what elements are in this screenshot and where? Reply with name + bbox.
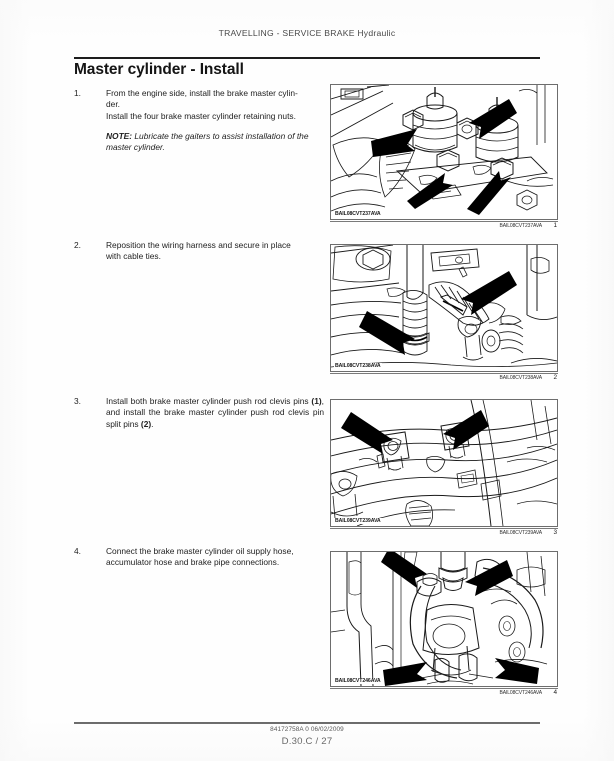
- figure-2-panel: BAIL08CVT238AVA: [330, 244, 558, 372]
- step-3-part-a: Install both brake master cylinder push …: [106, 396, 312, 406]
- figure-1-caption: BAIL08CVT237AVA 1: [330, 221, 558, 233]
- figure-3-illustration: [331, 400, 557, 526]
- step-1-line-3: Install the four brake master cylinder r…: [106, 110, 296, 121]
- step-1-number: 1.: [74, 88, 81, 98]
- step-1-note: NOTE: Lubricate the gaiters to assist in…: [106, 131, 324, 154]
- footer-page-reference: D.30.C / 27: [281, 736, 333, 747]
- figure-2-number: 2: [553, 374, 557, 381]
- figure-2: BAIL08CVT238AVA BAIL08CVT238AVA 2: [330, 244, 558, 385]
- step-1-text: From the engine side, install the brake …: [106, 88, 324, 122]
- figure-3-panel: BAIL08CVT239AVA: [330, 399, 558, 527]
- figure-1-caption-rule: [330, 221, 558, 222]
- figure-2-code: BAIL08CVT238AVA: [499, 375, 542, 381]
- step-2-text: Reposition the wiring harness and secure…: [106, 240, 324, 263]
- figure-3-number: 3: [553, 529, 557, 536]
- note-label: NOTE:: [106, 130, 133, 141]
- step-2-line-2: with cable ties.: [106, 251, 161, 262]
- figure-1-panel: BAIL08CVT237AVA: [330, 84, 558, 220]
- footer-document-code: 84172758A 0 06/02/2009: [270, 726, 344, 733]
- figure-3-code: BAIL08CVT239AVA: [499, 530, 542, 536]
- figure-4-code: BAIL08CVT246AVA: [499, 690, 542, 696]
- figure-3-caption-rule: [330, 528, 558, 529]
- figure-2-caption-rule: [330, 373, 558, 374]
- figure-3-caption: BAIL08CVT239AVA 3: [330, 528, 558, 540]
- step-4-line-1: Connect the brake master cylinder oil su…: [106, 546, 294, 556]
- figure-3: BAIL08CVT239AVA BAIL08CVT239AVA 3: [330, 399, 558, 540]
- page-title: Master cylinder - Install: [74, 61, 244, 78]
- figure-1-watermark: BAIL08CVT237AVA: [334, 211, 382, 217]
- figure-1-number: 1: [553, 222, 557, 229]
- step-1-line-1: From the engine side, install the brake …: [106, 88, 298, 98]
- figure-4-caption-rule: [330, 688, 558, 689]
- figure-4-caption: BAIL08CVT246AVA 4: [330, 688, 558, 700]
- step-3-ref-1: (1): [311, 396, 322, 406]
- figure-1-code: BAIL08CVT237AVA: [499, 223, 542, 229]
- figure-3-watermark: BAIL08CVT239AVA: [334, 518, 382, 524]
- step-3-number: 3.: [74, 396, 81, 406]
- step-3-text: Install both brake master cylinder push …: [106, 396, 324, 430]
- figure-4-panel: BAIL08CVT246AVA: [330, 551, 558, 687]
- step-4: 4. Connect the brake master cylinder oil…: [74, 546, 324, 569]
- figure-4-illustration: [331, 552, 557, 686]
- step-2: 2. Reposition the wiring harness and sec…: [74, 240, 324, 263]
- step-3-part-c: .: [151, 418, 154, 429]
- step-3-ref-2: (2): [140, 418, 152, 429]
- figure-2-illustration: [331, 245, 557, 371]
- note-text: Lubricate the gaiters to assist installa…: [106, 130, 309, 153]
- figure-4-watermark: BAIL08CVT246AVA: [334, 678, 382, 684]
- figure-1: BAIL08CVT237AVA BAIL08CVT237AVA 1: [330, 84, 558, 233]
- step-1-line-2: der.: [106, 99, 120, 110]
- step-1: 1. From the engine side, install the bra…: [74, 88, 324, 153]
- figure-4: BAIL08CVT246AVA BAIL08CVT246AVA 4: [330, 551, 558, 700]
- step-3: 3. Install both brake master cylinder pu…: [74, 396, 324, 430]
- title-divider: [74, 57, 540, 59]
- step-4-number: 4.: [74, 546, 81, 556]
- figure-1-illustration: [331, 85, 557, 219]
- step-4-text: Connect the brake master cylinder oil su…: [106, 546, 324, 569]
- running-head: TRAVELLING - SERVICE BRAKE Hydraulic: [218, 28, 396, 38]
- figure-2-watermark: BAIL08CVT238AVA: [334, 363, 382, 369]
- figure-4-number: 4: [553, 689, 557, 696]
- step-2-line-1: Reposition the wiring harness and secure…: [106, 240, 291, 250]
- step-2-number: 2.: [74, 240, 81, 250]
- step-4-line-2: accumulator hose and brake pipe connecti…: [106, 557, 280, 568]
- footer-divider: [74, 722, 540, 724]
- figure-2-caption: BAIL08CVT238AVA 2: [330, 373, 558, 385]
